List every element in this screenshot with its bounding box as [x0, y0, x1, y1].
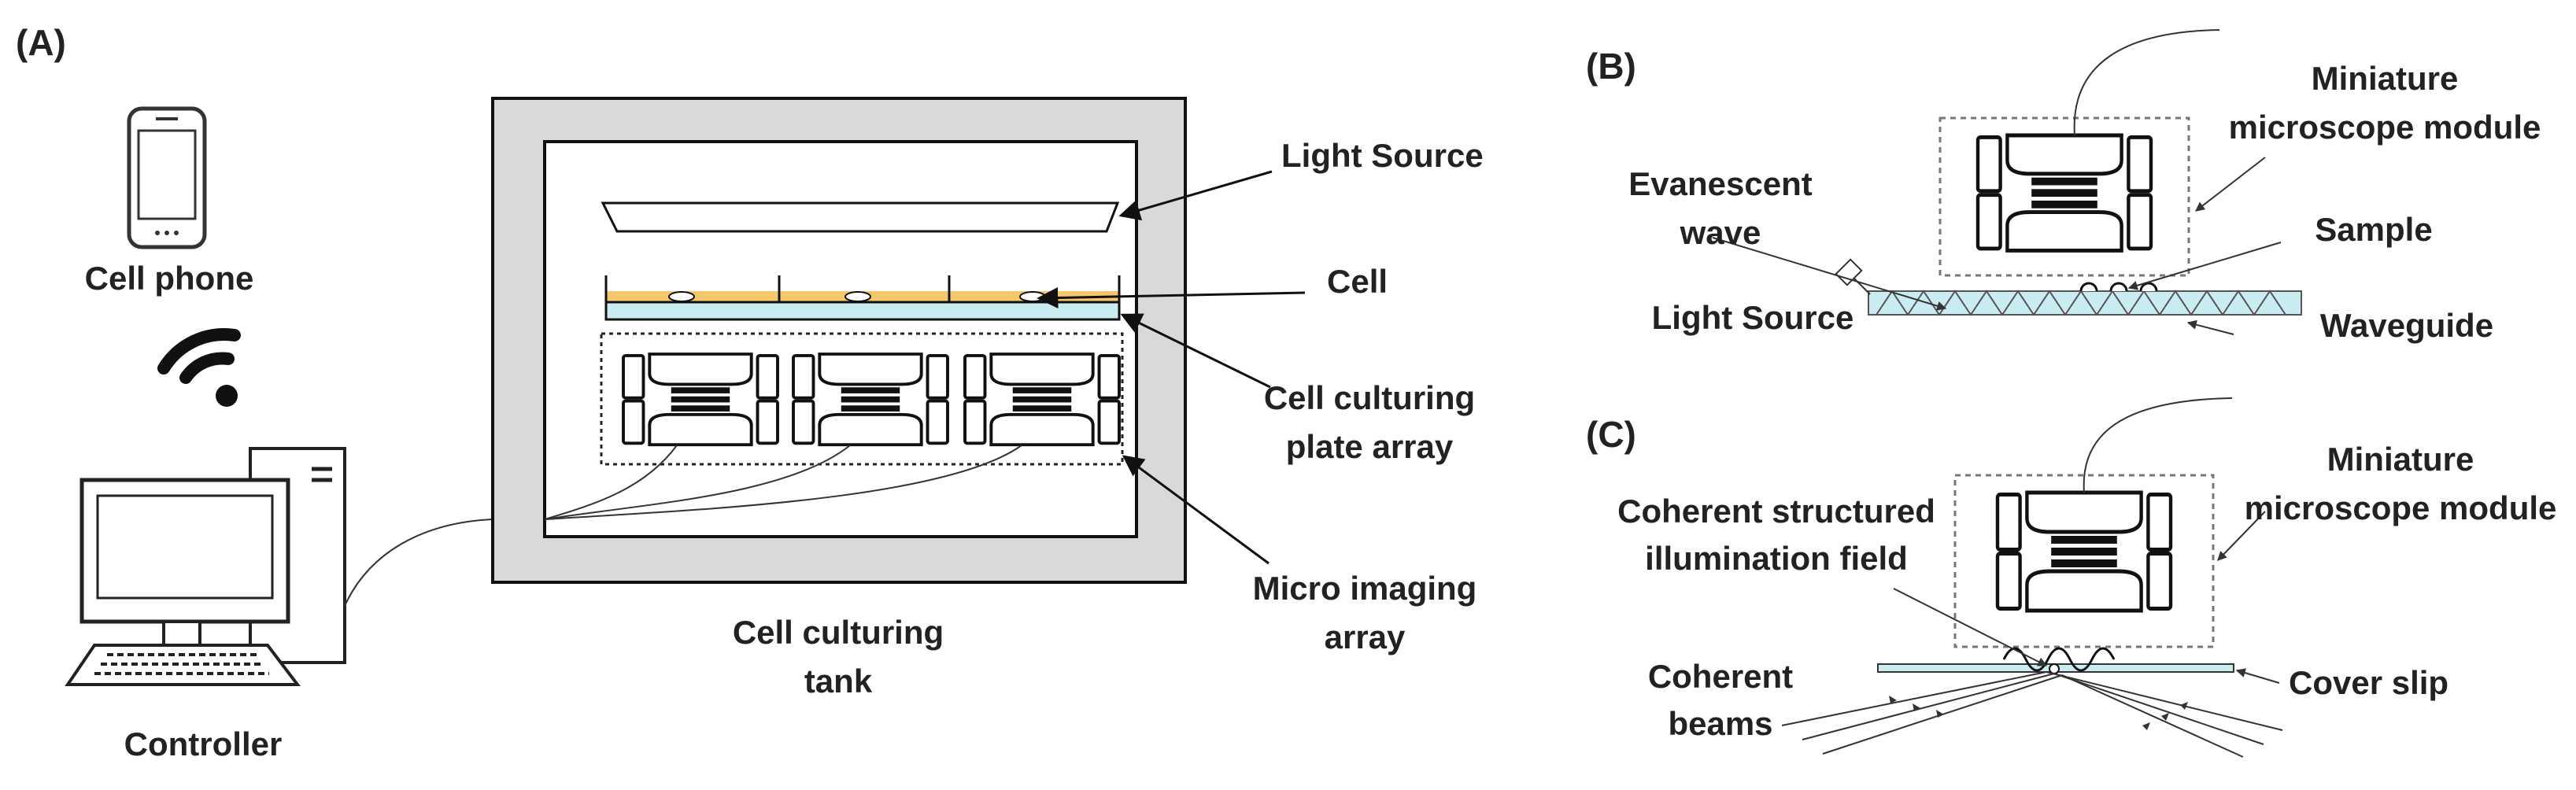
cover-slip-label: Cover slip	[2289, 664, 2448, 701]
controller-label: Controller	[124, 725, 283, 762]
sample-bead	[2049, 663, 2060, 674]
beams-label-2: beams	[1668, 705, 1772, 742]
module-label-b-2: microscope module	[2229, 109, 2541, 146]
desktop-computer-icon	[65, 447, 346, 686]
light-source-pointer	[1118, 170, 1273, 221]
evanescent-label-2: wave	[1680, 214, 1761, 251]
wifi-icon	[157, 328, 241, 407]
beams-label-1: Coherent	[1648, 658, 1793, 695]
sample-label: Sample	[2315, 211, 2432, 248]
plate-array-label-2: plate array	[1286, 428, 1454, 465]
culturing-plate-array	[604, 275, 1121, 321]
imaging-array-box	[600, 332, 1124, 466]
field-pointer	[1893, 588, 2048, 666]
cell	[844, 291, 871, 302]
coherent-beams	[1781, 671, 2283, 758]
cell	[668, 291, 695, 302]
cell-label: Cell	[1327, 263, 1388, 300]
tank-chamber	[543, 140, 1138, 538]
cell-pointer	[1037, 286, 1306, 308]
imaging-array-pointer	[1122, 455, 1270, 565]
imaging-array-label-2: array	[1325, 618, 1406, 655]
sample-pointer	[2127, 242, 2282, 290]
microscope-module-icon	[1998, 493, 2171, 611]
waveguide	[1868, 290, 2302, 316]
sample-beads	[2079, 282, 2158, 292]
module-label-c-1: Miniature	[2327, 441, 2474, 478]
cell	[1019, 291, 1046, 302]
light-source-label-b: Light Source	[1652, 299, 1854, 336]
module-cable-b	[2073, 29, 2220, 136]
cover-slip-pointer	[2235, 668, 2280, 684]
waveguide-pointer	[2186, 319, 2234, 335]
phone-icon	[127, 106, 207, 249]
microscope-module-icon	[1978, 135, 2151, 250]
cell-phone-label: Cell phone	[85, 260, 254, 297]
evanescent-label-1: Evanescent	[1628, 165, 1812, 202]
illumination-field-wave	[2002, 647, 2116, 672]
module-pointer-b	[2195, 157, 2266, 212]
tank-label-2: tank	[804, 663, 873, 700]
field-label-1: Coherent structured	[1617, 493, 1935, 530]
light-source-label: Light Source	[1281, 137, 1484, 174]
module-label-c-2: microscope module	[2245, 489, 2557, 526]
module-cables	[544, 445, 1022, 520]
plate-array-label-1: Cell culturing	[1264, 379, 1475, 416]
tank-label-1: Cell culturing	[733, 614, 944, 651]
light-source-bar	[601, 201, 1120, 233]
field-label-2: illumination field	[1645, 540, 1908, 577]
module-box-b	[1938, 116, 2190, 277]
panel-a-label: (A)	[16, 22, 66, 63]
controller-cable	[344, 519, 493, 607]
module-pointer-c	[2217, 511, 2266, 561]
plate-array-pointer	[1120, 313, 1271, 389]
panel-c-label: (C)	[1586, 414, 1636, 455]
module-cable-c	[2083, 397, 2233, 493]
module-label-b-1: Miniature	[2312, 60, 2459, 97]
imaging-array-label-1: Micro imaging	[1253, 570, 1477, 607]
evanescent-pointer	[1712, 237, 1947, 311]
panel-b-label: (B)	[1586, 46, 1636, 87]
waveguide-label: Waveguide	[2320, 307, 2493, 344]
